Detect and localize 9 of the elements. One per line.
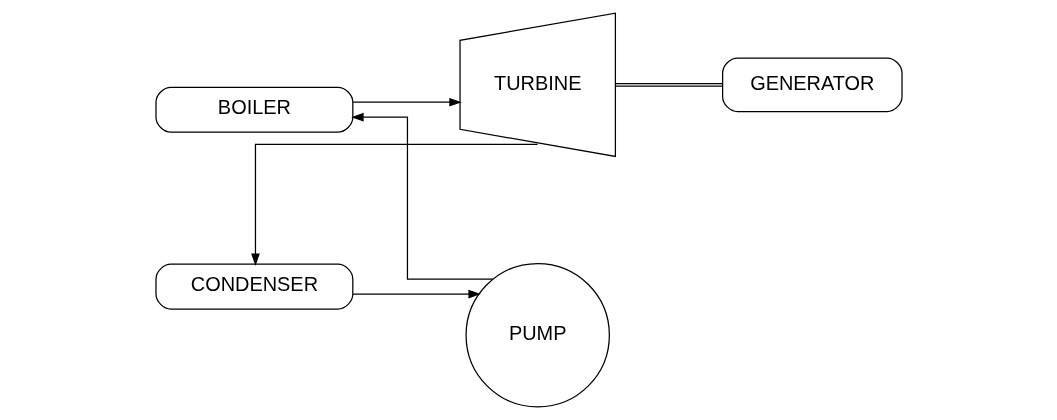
node-box: BOILER [154, 86, 353, 133]
arrow [250, 143, 538, 266]
node-box: GENERATOR [721, 57, 903, 113]
arrow [351, 97, 462, 107]
arrow [350, 112, 493, 280]
node-box: CONDENSER [154, 263, 353, 310]
arrow [351, 289, 481, 299]
connector [614, 82, 723, 87]
node-box: TURBINE [458, 12, 616, 158]
